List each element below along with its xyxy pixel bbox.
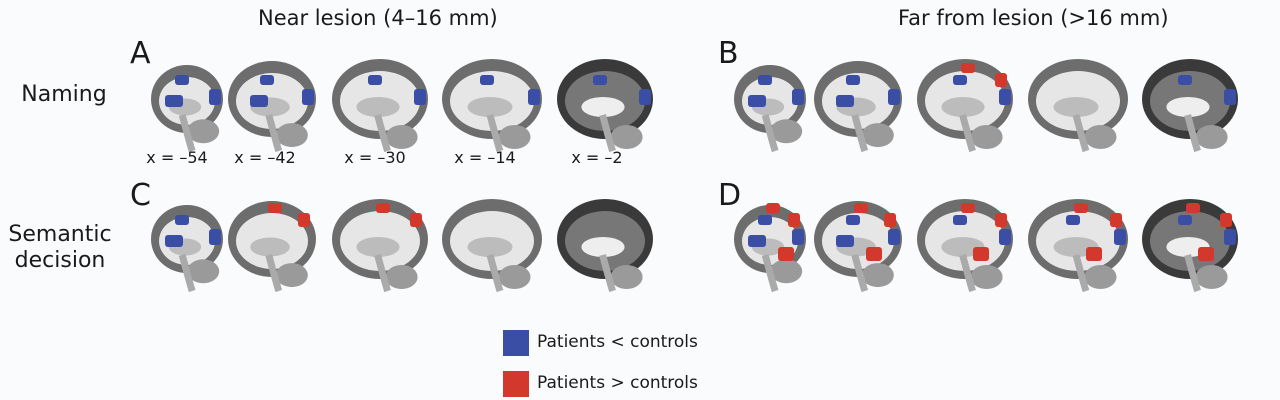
slice-label: x = –2 [571,148,623,167]
legend-label-increase: Patients > controls [537,373,698,393]
panel-label-c: C [130,178,151,213]
slice-label: x = –42 [234,148,296,167]
brain-slice [1026,195,1128,295]
brain-slice [1026,55,1128,155]
brain-slice [328,55,428,155]
column-title-near: Near lesion (4–16 mm) [258,6,498,30]
column-title-far: Far from lesion (>16 mm) [898,6,1169,30]
brain-slice [440,55,542,155]
row-label-semantic-line1: Semantic [8,222,112,247]
row-label-naming: Naming [21,82,107,107]
brain-slice [220,55,316,155]
brain-slice [328,195,428,295]
brain-slice [806,55,902,155]
row-label-semantic-line2: decision [14,248,106,273]
brain-slice [1138,195,1238,295]
panel-label-d: D [718,178,742,213]
legend-label-decrease: Patients < controls [537,332,698,352]
legend-swatch-blue [503,330,529,356]
brain-slice [913,55,1013,155]
brain-slice [135,55,231,155]
brain-slice [1138,55,1238,155]
row-label-semantic: Semantic decision [0,222,120,274]
slice-label: x = –54 [146,148,208,167]
brain-slice [553,195,653,295]
brain-slice [220,195,316,295]
brain-slice [718,195,814,295]
brain-slice [913,195,1013,295]
brain-slice [440,195,542,295]
panel-label-a: A [130,36,151,71]
legend-swatch-red [503,371,529,397]
panel-label-b: B [718,36,739,71]
brain-slice [135,195,231,295]
brain-slice [553,55,653,155]
slice-label: x = –30 [344,148,406,167]
brain-slice [718,55,814,155]
slice-label: x = –14 [454,148,516,167]
brain-slice [806,195,902,295]
